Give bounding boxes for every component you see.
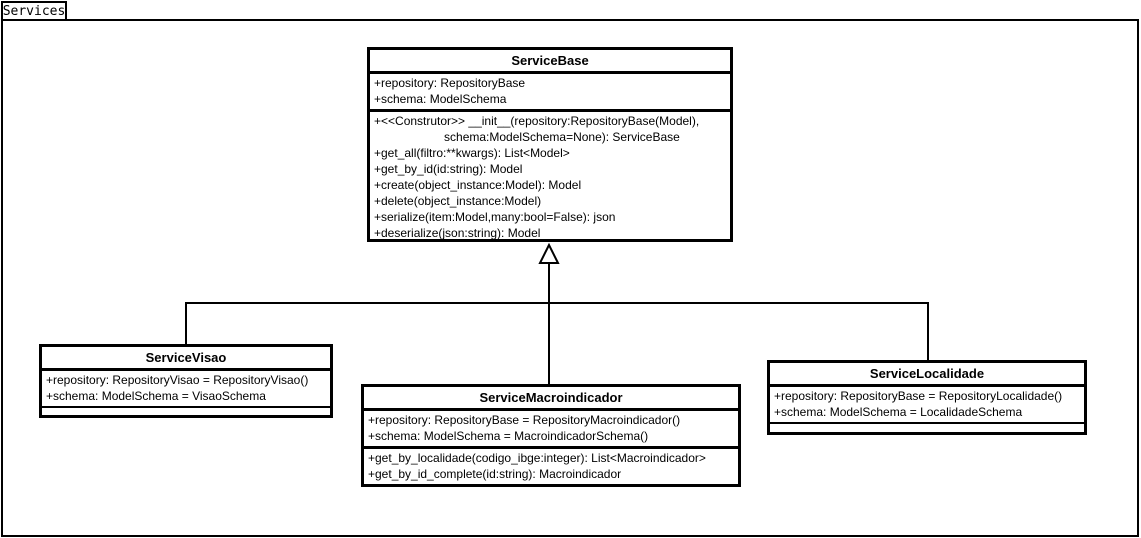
method-line: +get_all(filtro:**kwargs): List<Model> bbox=[374, 146, 570, 160]
package-tab: Services bbox=[1, 1, 67, 21]
attribute-line: +schema: ModelSchema bbox=[374, 92, 507, 106]
attribute-line: +repository: RepositoryBase bbox=[374, 76, 526, 90]
class-servicelocalidade: ServiceLocalidade +repository: Repositor… bbox=[767, 360, 1087, 435]
class-servicebase: ServiceBase +repository: RepositoryBase … bbox=[367, 47, 733, 242]
method-line: +create(object_instance:Model): Model bbox=[374, 178, 582, 192]
method-line: +serialize(item:Model,many:bool=False): … bbox=[374, 210, 616, 224]
attributes-compartment: +repository: RepositoryBase = Repository… bbox=[770, 387, 1084, 424]
attribute-line: +schema: ModelSchema = MacroindicadorSch… bbox=[368, 429, 649, 443]
generalization-arrowhead-icon bbox=[538, 242, 560, 264]
package-frame bbox=[1, 19, 1139, 537]
attribute-line: +repository: RepositoryBase = Repository… bbox=[774, 389, 1063, 403]
attributes-compartment: +repository: RepositoryVisao = Repositor… bbox=[42, 371, 330, 408]
methods-compartment-empty bbox=[42, 408, 330, 414]
attribute-line: +schema: ModelSchema = LocalidadeSchema bbox=[774, 405, 1023, 419]
methods-compartment: +get_by_localidade(codigo_ibge:integer):… bbox=[364, 449, 738, 484]
method-line: +delete(object_instance:Model) bbox=[374, 194, 542, 208]
methods-compartment: +<<Construtor>> __init__(repository:Repo… bbox=[370, 112, 730, 240]
class-servicemacroindicador: ServiceMacroindicador +repository: Repos… bbox=[361, 384, 741, 487]
class-title: ServiceLocalidade bbox=[770, 363, 1084, 387]
attribute-line: +repository: RepositoryBase = Repository… bbox=[368, 413, 681, 427]
attributes-compartment: +repository: RepositoryBase = Repository… bbox=[364, 411, 738, 449]
class-title: ServiceVisao bbox=[42, 347, 330, 371]
method-line: +get_by_id(id:string): Model bbox=[374, 162, 523, 176]
class-title: ServiceMacroindicador bbox=[364, 387, 738, 411]
class-title: ServiceBase bbox=[370, 50, 730, 74]
methods-compartment-empty bbox=[770, 424, 1084, 430]
attribute-line: +repository: RepositoryVisao = Repositor… bbox=[46, 373, 309, 387]
method-line: +<<Construtor>> __init__(repository:Repo… bbox=[374, 114, 700, 128]
method-line: schema:ModelSchema=None): ServiceBase bbox=[374, 130, 680, 144]
method-line: +deserialize(json:string): Model bbox=[374, 226, 541, 240]
attributes-compartment: +repository: RepositoryBase +schema: Mod… bbox=[370, 74, 730, 112]
package-tab-label: Services bbox=[2, 3, 66, 19]
attribute-line: +schema: ModelSchema = VisaoSchema bbox=[46, 389, 266, 403]
method-line: +get_by_localidade(codigo_ibge:integer):… bbox=[368, 451, 706, 465]
method-line: +get_by_id_complete(id:string): Macroind… bbox=[368, 467, 622, 481]
class-servicevisao: ServiceVisao +repository: RepositoryVisa… bbox=[39, 344, 333, 418]
